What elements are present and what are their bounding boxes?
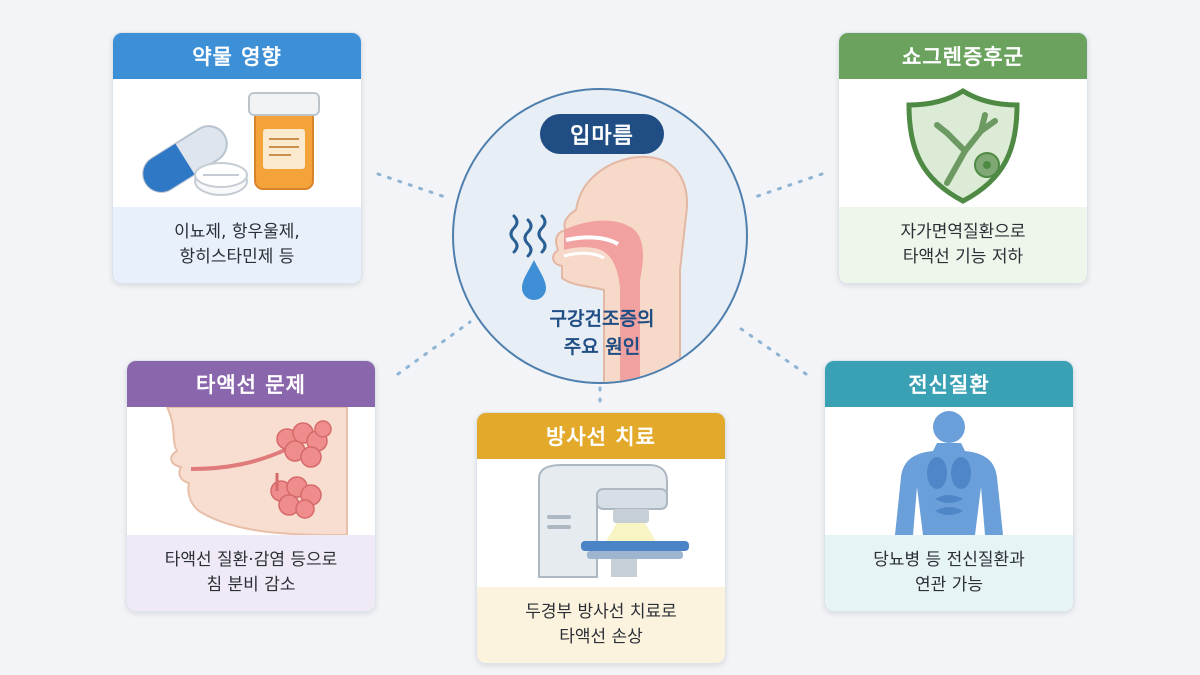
- caption-line: 침 분비 감소: [206, 575, 296, 595]
- caption-line: 타액선 기능 저하: [902, 247, 1024, 267]
- pills-icon: [142, 92, 320, 196]
- card-systemic-caption: 당뇨병 등 전신질환과 연관 가능: [825, 535, 1073, 611]
- center-title: 입마름: [540, 114, 664, 154]
- card-radiation: 방사선 치료 두경부 방사선 치료로 타액선 손상: [476, 412, 726, 664]
- caption-line: 타액선 질환·감염 등으로: [164, 549, 338, 570]
- card-systemic: 전신질환 당뇨병 등 전신질환과 연관 가능: [824, 360, 1074, 612]
- card-medication: 약물 영향 이뇨제, 항우울제, 항히스타민제 등: [112, 32, 362, 284]
- card-salivary: 타액선 문제 타액선 질환·감염 등으로 침 분비 감소: [126, 360, 376, 612]
- center-caption: 구강건조증의 주요 원인: [502, 306, 702, 361]
- card-radiation-title: 방사선 치료: [477, 413, 725, 459]
- shield-icon: [906, 88, 1020, 204]
- card-medication-title: 약물 영향: [113, 33, 361, 79]
- caption-line: 자가면역질환으로: [900, 221, 1026, 242]
- mouth-throat-icon: [509, 155, 688, 382]
- connector-salivary: [396, 320, 472, 376]
- center-caption-line-1: 구강건조증의: [549, 308, 655, 330]
- card-sjogren-title: 쇼그렌증후군: [839, 33, 1087, 79]
- card-sjogren-caption: 자가면역질환으로 타액선 기능 저하: [839, 207, 1087, 283]
- human-body-icon: [895, 411, 1003, 535]
- card-medication-caption: 이뇨제, 항우울제, 항히스타민제 등: [113, 207, 361, 283]
- connector-systemic: [732, 322, 808, 376]
- card-radiation-caption: 두경부 방사선 치료로 타액선 손상: [477, 587, 725, 663]
- caption-line: 항히스타민제 등: [179, 247, 295, 267]
- caption-line: 두경부 방사선 치료로: [525, 601, 677, 622]
- card-salivary-title: 타액선 문제: [127, 361, 375, 407]
- caption-line: 이뇨제, 항우울제,: [174, 221, 300, 242]
- radiotherapy-machine-icon: [538, 464, 689, 578]
- card-sjogren: 쇼그렌증후군 자가면역질환으로 타액선 기능 저하: [838, 32, 1088, 284]
- card-salivary-caption: 타액선 질환·감염 등으로 침 분비 감소: [127, 535, 375, 611]
- card-systemic-title: 전신질환: [825, 361, 1073, 407]
- salivary-gland-icon: [165, 407, 348, 535]
- center-circle: 입마름 구강건조증의 주요 원인: [452, 88, 748, 384]
- caption-line: 타액선 손상: [559, 627, 643, 647]
- caption-line: 연관 가능: [915, 575, 983, 595]
- connector-medication: [376, 172, 450, 200]
- caption-line: 당뇨병 등 전신질환과: [873, 549, 1025, 570]
- center-caption-line-2: 주요 원인: [563, 335, 641, 358]
- connector-sjogren: [750, 172, 824, 200]
